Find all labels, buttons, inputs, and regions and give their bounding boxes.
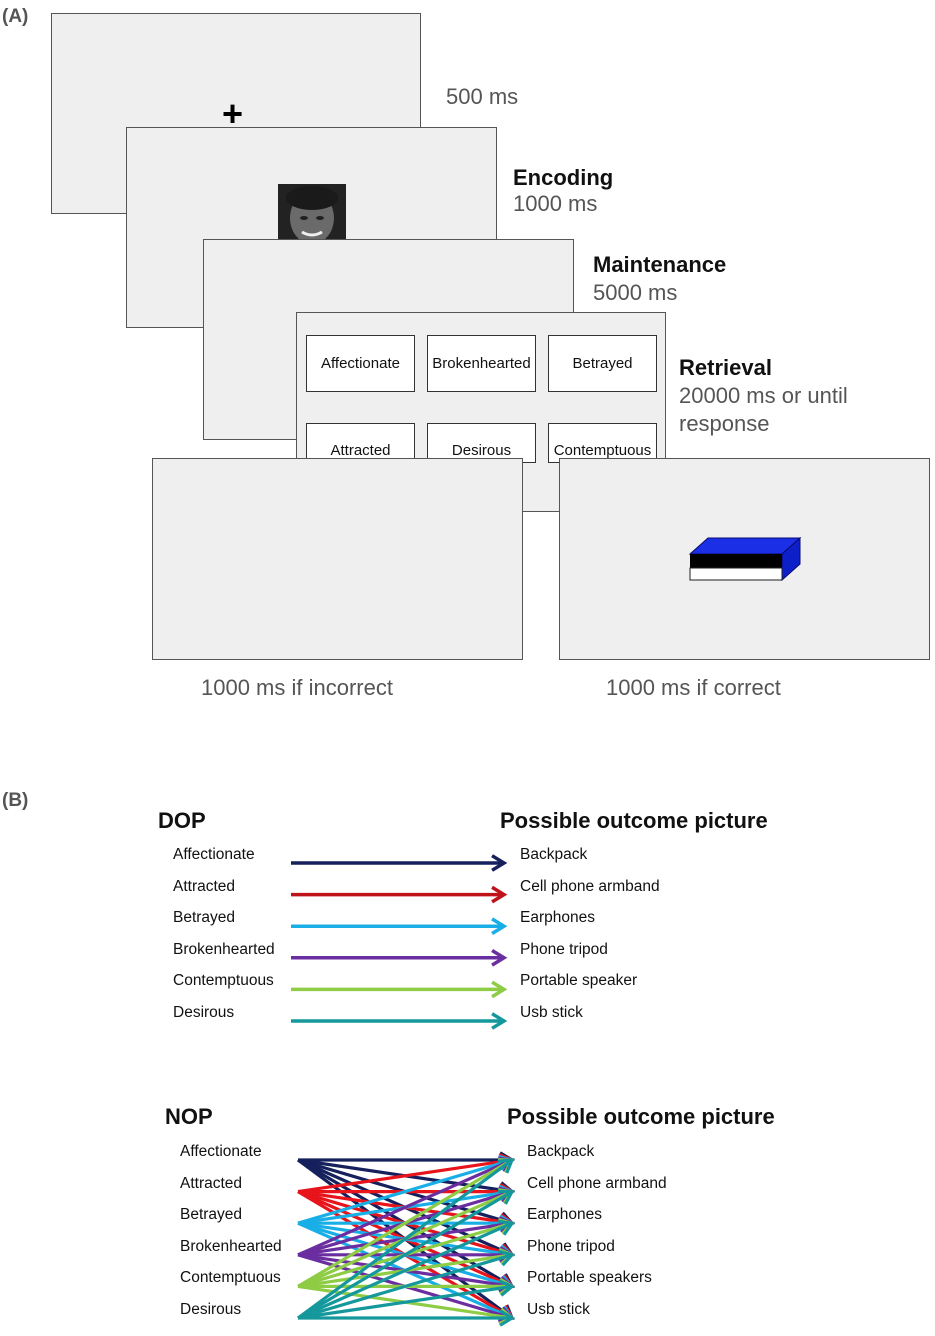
nop-arrow-1-4 xyxy=(297,1190,515,1290)
nop-arrow-1-0 xyxy=(297,1153,516,1194)
nop-arrow-3-3 xyxy=(298,1246,516,1264)
nop-outcome-5: Usb stick xyxy=(527,1301,590,1318)
dop-outcome-title: Possible outcome picture xyxy=(500,808,768,833)
nop-arrow-5-3 xyxy=(297,1249,515,1320)
dop-arrow-1 xyxy=(291,885,508,904)
nop-arrow-4-0 xyxy=(297,1158,515,1288)
nop-arrow-2-5 xyxy=(297,1221,515,1322)
option-brokenhearted[interactable]: Brokenhearted xyxy=(427,335,536,392)
dop-outcome-0: Backpack xyxy=(520,846,588,863)
option-contemptuous[interactable]: Contemptuous xyxy=(548,423,657,463)
feedback-incorrect-time: 1000 ms if incorrect xyxy=(201,675,393,700)
nop-emotion-0: Affectionate xyxy=(180,1143,262,1160)
nop-arrow-4-3 xyxy=(297,1247,516,1288)
dop-outcome-3: Phone tripod xyxy=(520,940,608,958)
nop-arrow-5-5 xyxy=(298,1309,516,1327)
dop-emotion-2: Betrayed xyxy=(173,909,236,927)
nop-arrow-5-4 xyxy=(297,1279,516,1320)
nop-arrow-3-1 xyxy=(297,1186,515,1257)
face-image xyxy=(278,184,346,240)
nop-arrow-0-4 xyxy=(297,1158,515,1289)
option-desirous[interactable]: Desirous xyxy=(427,423,536,463)
nop-emotion-3: Brokenhearted xyxy=(180,1237,282,1255)
dop-arrow-3 xyxy=(291,948,508,967)
maintenance-title: Maintenance xyxy=(593,252,727,277)
nop-arrow-0-3 xyxy=(297,1158,515,1259)
nop-arrow-4-5 xyxy=(297,1284,516,1325)
option-affectionate[interactable]: Affectionate xyxy=(306,335,415,392)
nop-arrow-1-3 xyxy=(297,1190,515,1260)
nop-arrow-4-4 xyxy=(298,1277,516,1296)
panel-a-label: (A) xyxy=(2,6,29,27)
nop-outcome-title: Possible outcome picture xyxy=(507,1104,775,1129)
nop-arrow-3-5 xyxy=(297,1253,515,1324)
nop-arrow-5-0 xyxy=(297,1158,515,1320)
nop-arrow-0-1 xyxy=(297,1158,516,1199)
feedback-incorrect-screen xyxy=(152,458,523,660)
dop-outcome-1: Cell phone armband xyxy=(520,877,660,895)
option-attracted[interactable]: Attracted xyxy=(306,423,415,463)
reward-box-top xyxy=(688,537,802,555)
option-betrayed[interactable]: Betrayed xyxy=(548,335,657,392)
dop-emotion-0: Affectionate xyxy=(173,846,255,863)
nop-arrow-4-2 xyxy=(297,1218,515,1288)
nop-arrow-2-4 xyxy=(297,1221,515,1292)
retrieval-title: Retrieval xyxy=(679,355,772,380)
nop-arrow-1-2 xyxy=(297,1190,516,1231)
retrieval-time-line2: response xyxy=(679,411,770,436)
nop-emotion-2: Betrayed xyxy=(180,1206,243,1224)
reward-box-icon xyxy=(688,536,802,582)
nop-arrow-1-5 xyxy=(297,1190,515,1320)
nop-arrow-2-1 xyxy=(297,1184,516,1225)
panel-b-label: (B) xyxy=(2,790,29,811)
nop-arrow-3-4 xyxy=(297,1253,516,1294)
dop-arrow-4 xyxy=(291,980,508,999)
dop-emotion-4: Contemptuous xyxy=(173,972,274,990)
dop-emotion-3: Brokenhearted xyxy=(173,940,275,958)
dop-arrow-2 xyxy=(291,917,508,936)
feedback-correct-time: 1000 ms if correct xyxy=(606,675,781,700)
dop-arrow-5 xyxy=(291,1012,508,1030)
nop-arrow-2-3 xyxy=(297,1221,516,1262)
dop-emotion-5: Desirous xyxy=(173,1004,235,1021)
nop-emotion-5: Desirous xyxy=(180,1301,242,1318)
nop-outcome-4: Portable speakers xyxy=(527,1269,652,1287)
nop-arrow-5-1 xyxy=(297,1189,515,1320)
dop-outcome-5: Usb stick xyxy=(520,1004,583,1021)
fixation-time: 500 ms xyxy=(446,84,519,109)
dop-arrow-0 xyxy=(291,854,508,872)
nop-emotion-1: Attracted xyxy=(180,1174,243,1192)
nop-outcome-1: Cell phone armband xyxy=(527,1174,667,1192)
nop-arrow-5-2 xyxy=(297,1219,515,1320)
dop-title: DOP xyxy=(158,808,206,833)
dop-outcome-2: Earphones xyxy=(520,909,595,927)
nop-emotion-4: Contemptuous xyxy=(180,1269,281,1287)
nop-arrow-2-2 xyxy=(298,1214,516,1232)
maintenance-time: 5000 ms xyxy=(593,280,678,305)
nop-outcome-0: Backpack xyxy=(527,1143,595,1160)
nop-arrow-3-2 xyxy=(297,1216,516,1257)
nop-arrow-3-0 xyxy=(297,1156,515,1257)
nop-title: NOP xyxy=(165,1104,213,1129)
nop-arrow-4-1 xyxy=(297,1188,515,1288)
fixation-cross: + xyxy=(222,93,244,134)
encoding-time: 1000 ms xyxy=(513,191,598,216)
nop-outcome-3: Phone tripod xyxy=(527,1237,615,1255)
nop-arrow-1-1 xyxy=(298,1182,516,1201)
dop-emotion-1: Attracted xyxy=(173,877,236,895)
nop-arrow-0-5 xyxy=(297,1158,515,1320)
retrieval-time-line1: 20000 ms or until xyxy=(679,383,848,408)
nop-outcome-2: Earphones xyxy=(527,1206,602,1224)
reward-box-base xyxy=(689,567,783,581)
encoding-title: Encoding xyxy=(513,165,614,190)
nop-arrow-0-0 xyxy=(298,1151,516,1169)
nop-arrow-2-0 xyxy=(297,1154,515,1225)
nop-arrow-0-2 xyxy=(297,1158,515,1229)
dop-outcome-4: Portable speaker xyxy=(520,972,638,990)
reward-box-band xyxy=(690,554,782,568)
